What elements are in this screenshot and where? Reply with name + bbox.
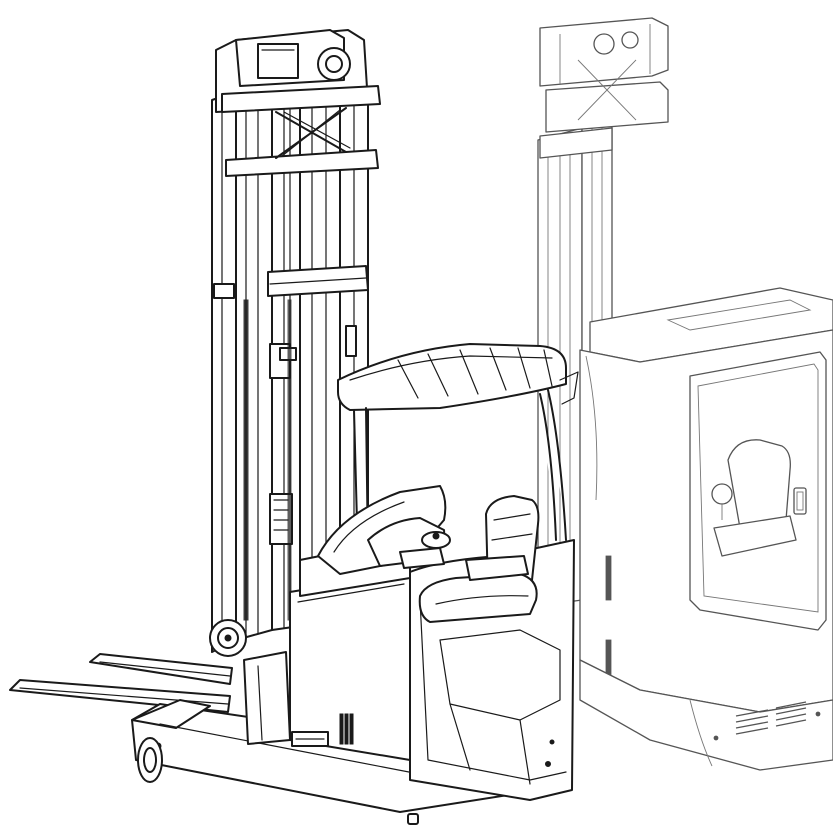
load-wheel-icon (137, 737, 163, 783)
operator-seat-icon (399, 495, 540, 623)
mast-icon (211, 29, 381, 653)
mast-pivot-wheel-icon (209, 619, 247, 657)
enclosed-cab-icon (579, 287, 833, 771)
rear-grille-icon (735, 701, 807, 735)
reach-truck-open-cab-icon (9, 29, 579, 825)
overhead-guard-icon (337, 343, 579, 561)
side-vent-icon (339, 713, 354, 745)
reach-truck-enclosed-cab-icon (537, 17, 833, 771)
steering-knob-icon (421, 531, 451, 549)
